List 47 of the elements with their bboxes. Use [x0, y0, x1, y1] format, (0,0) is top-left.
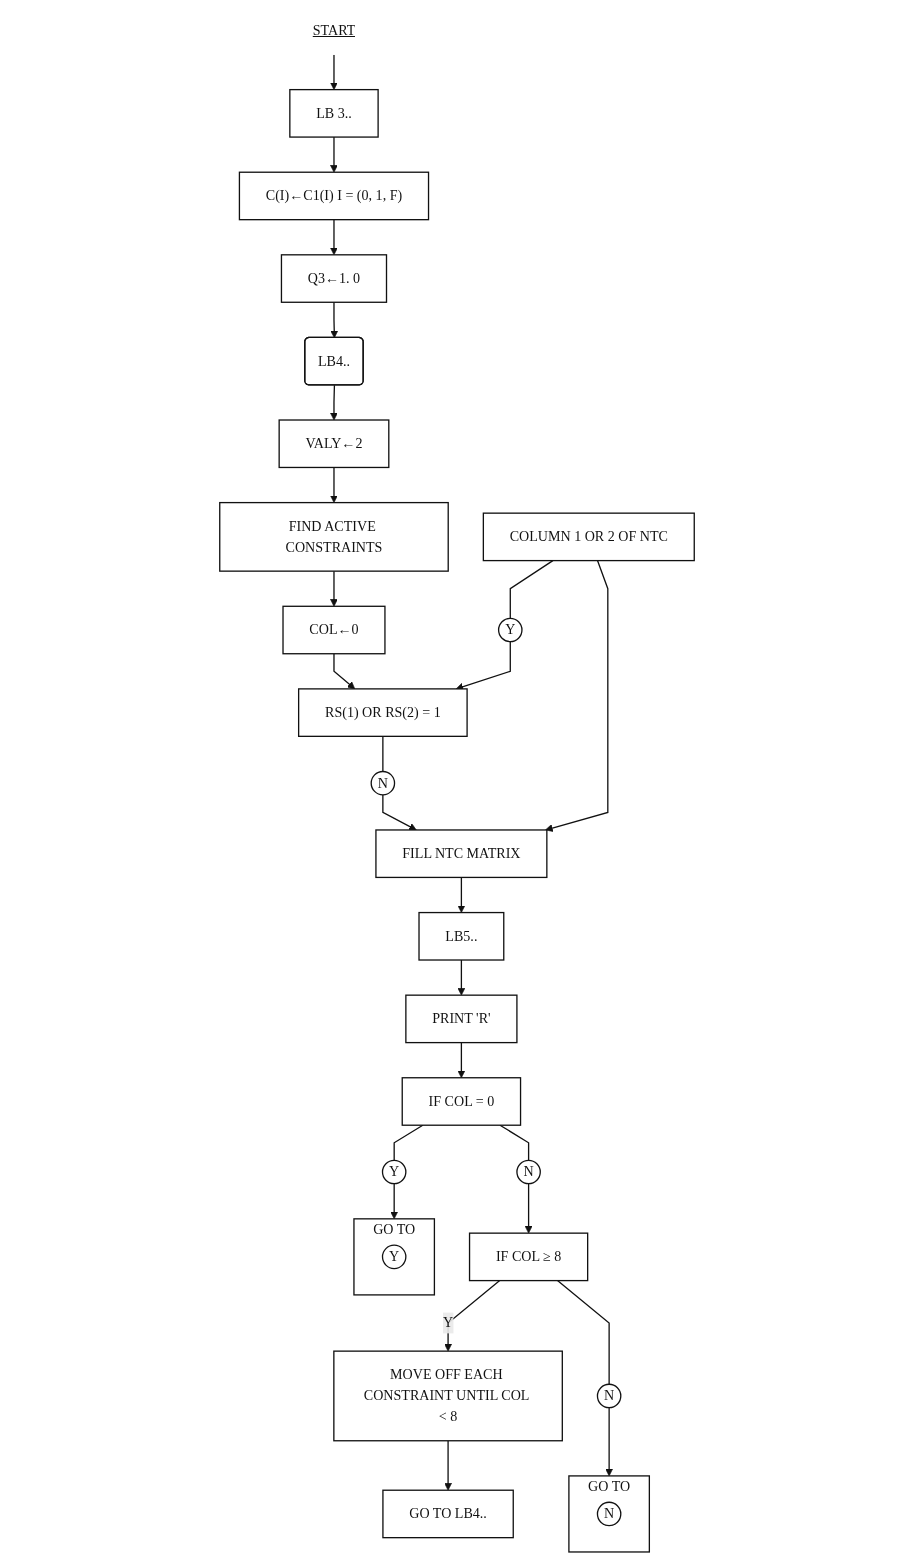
arrow [330, 136, 338, 173]
node-box: LB5.. [418, 911, 505, 961]
arrow [524, 1183, 533, 1234]
node-circle: Y [381, 1159, 407, 1185]
arrow [333, 653, 356, 690]
node-box: MOVE OFF EACH CONSTRAINT UNTIL COL < 8 [333, 1350, 563, 1442]
node-box: FIND ACTIVE CONSTRAINTS [219, 501, 449, 572]
node-box: IF COL ≥ 8 [468, 1232, 589, 1282]
arrow [330, 384, 338, 421]
node-circle: N [596, 1383, 622, 1409]
node-box: COLUMN 1 OR 2 OF NTC [482, 512, 695, 562]
node-text: START [312, 22, 356, 38]
arrow [457, 1041, 466, 1079]
node-circle: N [370, 770, 396, 796]
arrow [330, 219, 338, 256]
node-box: COL←0 [282, 605, 386, 655]
arrow [444, 1279, 501, 1352]
node-circle: N [596, 1501, 622, 1527]
connector [393, 1124, 424, 1161]
arrow [444, 1440, 452, 1491]
node-box: Q3←1. 0 [280, 254, 388, 303]
arrow [545, 559, 609, 832]
node-box: VALY←2 [278, 419, 390, 469]
edge-label: Y [443, 1315, 454, 1331]
arrow [457, 959, 466, 996]
connector [499, 1124, 530, 1161]
arrow [382, 794, 417, 831]
arrow [457, 876, 466, 913]
node-circle: N [516, 1159, 541, 1185]
node-circle: Y [497, 617, 523, 643]
node-box: PRINT 'R' [405, 994, 518, 1044]
node-box: RS(1) OR RS(2) = 1 [298, 688, 468, 737]
arrow [330, 53, 338, 90]
node-box: FILL NTC MATRIX [375, 829, 548, 879]
arrow [605, 1406, 613, 1477]
connector [382, 735, 384, 773]
node-box: GO TO LB4.. [382, 1489, 514, 1539]
arrow [330, 466, 338, 503]
node-circle: Y [381, 1244, 407, 1270]
arrow [330, 301, 339, 339]
connector [556, 1279, 610, 1385]
node-box: C(I)←C1(I) I = (0, 1, F) [238, 171, 430, 221]
connector [509, 559, 554, 619]
arrow [330, 570, 338, 607]
node-box: IF COL = 0 [401, 1077, 522, 1126]
node-box: LB 3.. [289, 88, 379, 138]
arrow [390, 1183, 399, 1220]
